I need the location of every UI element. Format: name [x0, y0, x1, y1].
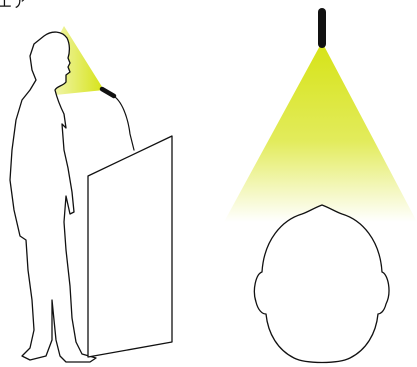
top-view-figure [224, 8, 417, 363]
head-top-view-icon [254, 205, 389, 363]
gooseneck-stem [112, 95, 134, 150]
podium-icon [88, 136, 172, 357]
gooseneck-microphone-icon [102, 89, 114, 96]
top-pickup-cone-icon [224, 42, 417, 222]
ceiling-microphone-icon [318, 8, 326, 48]
side-view-figure [10, 26, 172, 362]
